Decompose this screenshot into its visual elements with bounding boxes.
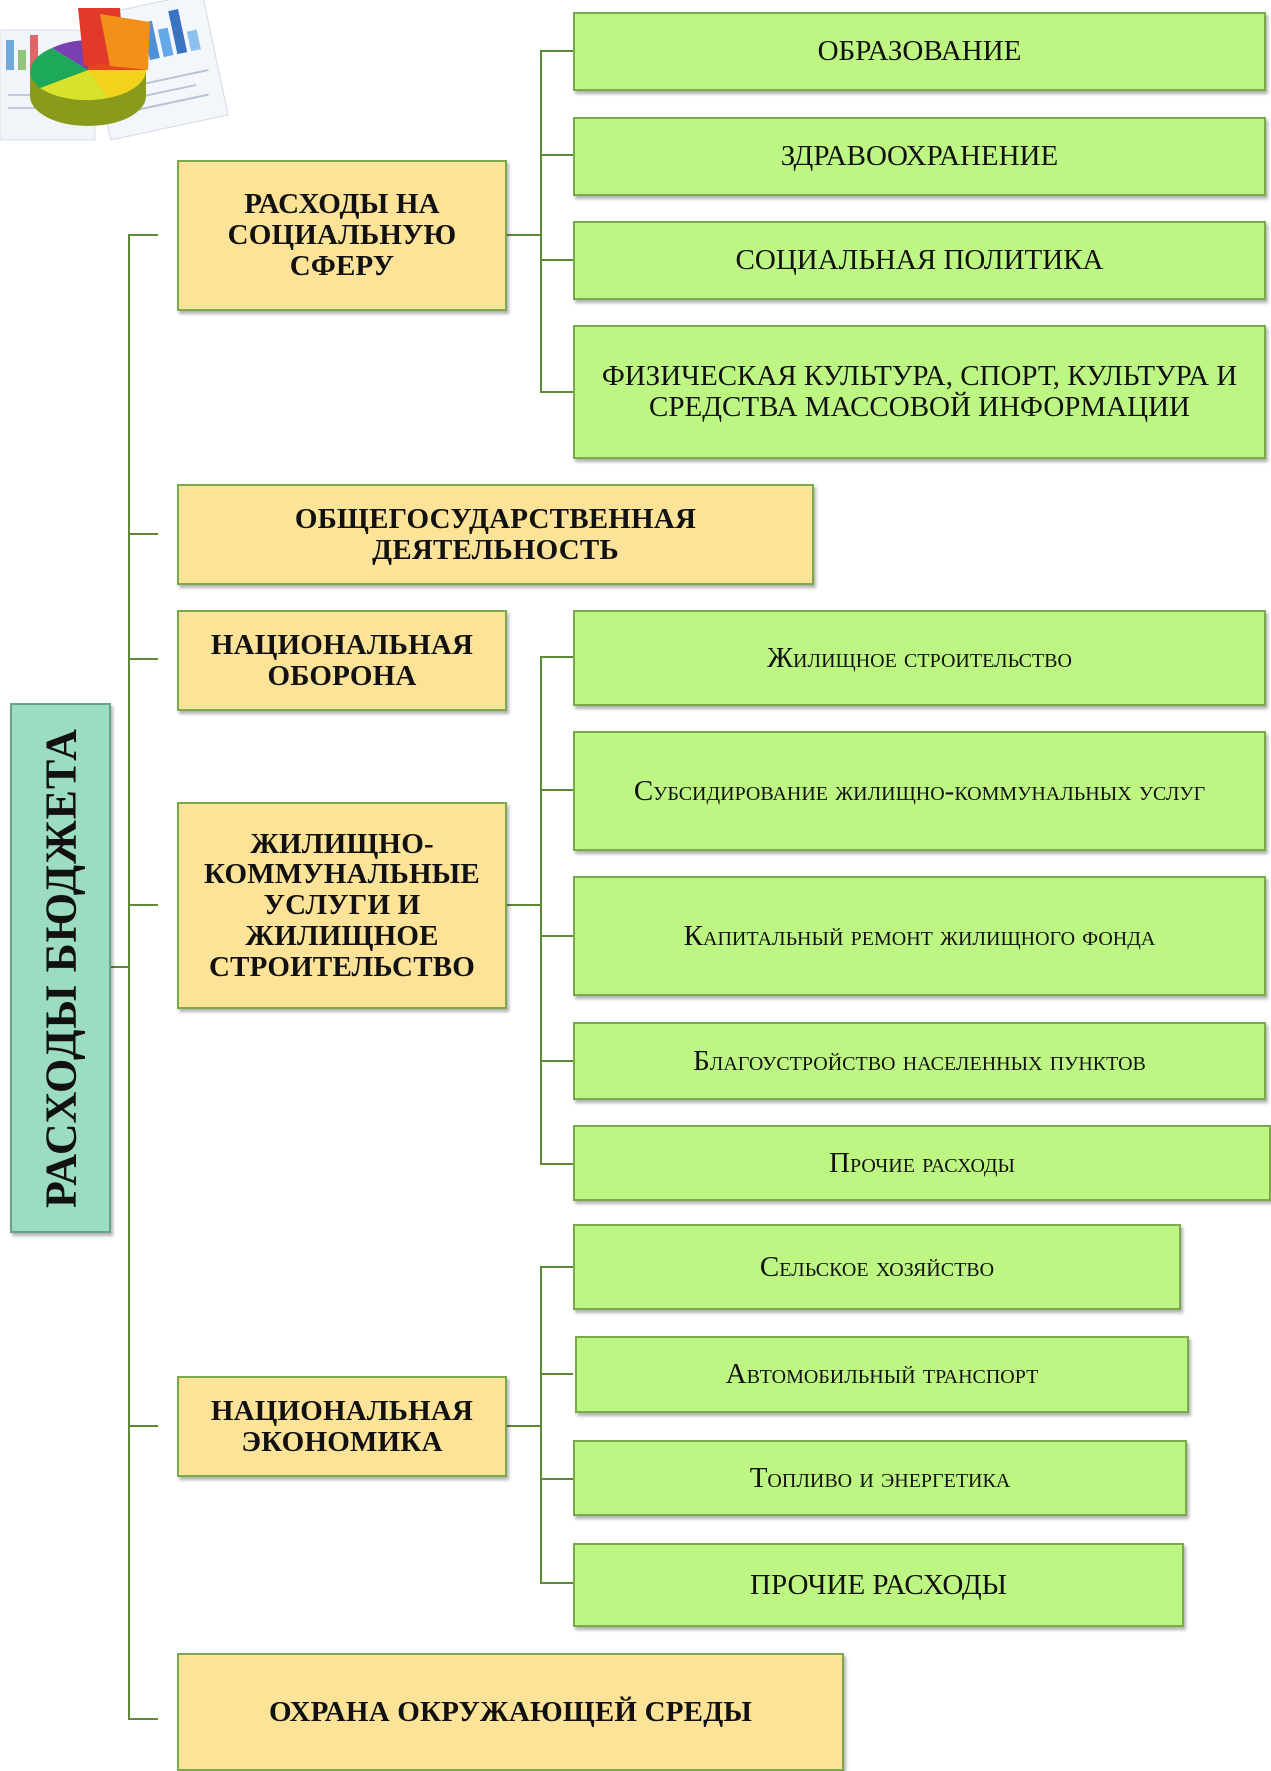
category-housing-utilities: ЖИЛИЩНО-КОММУНАЛЬНЫЕ УСЛУГИ И ЖИЛИЩНОЕ С… [177, 802, 507, 1009]
branch-social-spine [540, 50, 542, 392]
category-national-economy: НАЦИОНАЛЬНАЯ ЭКОНОМИКА [177, 1376, 507, 1477]
branch-housing-4 [540, 1060, 573, 1062]
category-environment: ОХРАНА ОКРУЖАЮЩЕЙ СРЕДЫ [177, 1653, 844, 1771]
item-economy-other-expenses: ПРОЧИЕ РАСХОДЫ [573, 1543, 1184, 1627]
branch-social-1 [540, 50, 573, 52]
branch-housing-3 [540, 935, 573, 937]
item-culture-sport-media: ФИЗИЧЕСКАЯ КУЛЬТУРА, СПОРТ, КУЛЬТУРА И С… [573, 325, 1266, 459]
item-fuel-energy: Топливо и энергетика [573, 1440, 1187, 1516]
item-agriculture: Сельское хозяйство [573, 1224, 1181, 1310]
connector-cat2 [128, 533, 158, 535]
item-housing-other-expenses: Прочие расходы [573, 1125, 1271, 1201]
branch-housing-5 [540, 1163, 573, 1165]
branch-economy-2 [540, 1373, 573, 1375]
pie-chart-icon [0, 0, 229, 141]
connector-cat4 [128, 904, 158, 906]
item-settlements-improvement: Благоустройство населенных пунктов [573, 1022, 1266, 1100]
branch-economy-1 [540, 1266, 573, 1268]
branch-economy-3 [540, 1478, 573, 1480]
connector-cat3 [128, 658, 158, 660]
branch-housing-2 [540, 789, 573, 791]
root-trunk [128, 234, 130, 1719]
branch-housing-out [507, 904, 541, 906]
category-national-defense: НАЦИОНАЛЬНАЯ ОБОРОНА [177, 610, 507, 711]
item-utility-subsidies: Субсидирование жилищно-коммунальных услу… [573, 731, 1266, 851]
item-capital-repair: Капитальный ремонт жилищного фонда [573, 876, 1266, 996]
item-social-policy: СОЦИАЛЬНАЯ ПОЛИТИКА [573, 221, 1266, 300]
item-road-transport: Автомобильный транспорт [575, 1336, 1189, 1413]
root-node: РАСХОДЫ БЮДЖЕТА [10, 703, 111, 1233]
branch-economy-spine [540, 1266, 542, 1583]
branch-social-2 [540, 154, 573, 156]
branch-social-out [507, 234, 541, 236]
connector-cat6 [128, 1718, 158, 1720]
root-stem [111, 966, 129, 968]
item-healthcare: ЗДРАВООХРАНЕНИЕ [573, 117, 1266, 196]
root-title: РАСХОДЫ БЮДЖЕТА [36, 728, 85, 1208]
category-social-sphere: РАСХОДЫ НА СОЦИАЛЬНУЮ СФЕРУ [177, 160, 507, 311]
branch-social-3 [540, 259, 573, 261]
branch-economy-out [507, 1425, 541, 1427]
branch-housing-spine [540, 656, 542, 1164]
category-general-government: ОБЩЕГОСУДАРСТВЕННАЯ ДЕЯТЕЛЬНОСТЬ [177, 484, 814, 585]
branch-economy-4 [540, 1582, 573, 1584]
item-education: ОБРАЗОВАНИЕ [573, 12, 1266, 91]
connector-cat1 [128, 234, 158, 236]
connector-cat5 [128, 1425, 158, 1427]
item-housing-construction: Жилищное строительство [573, 610, 1266, 706]
branch-housing-1 [540, 656, 573, 658]
branch-social-4 [540, 391, 573, 393]
